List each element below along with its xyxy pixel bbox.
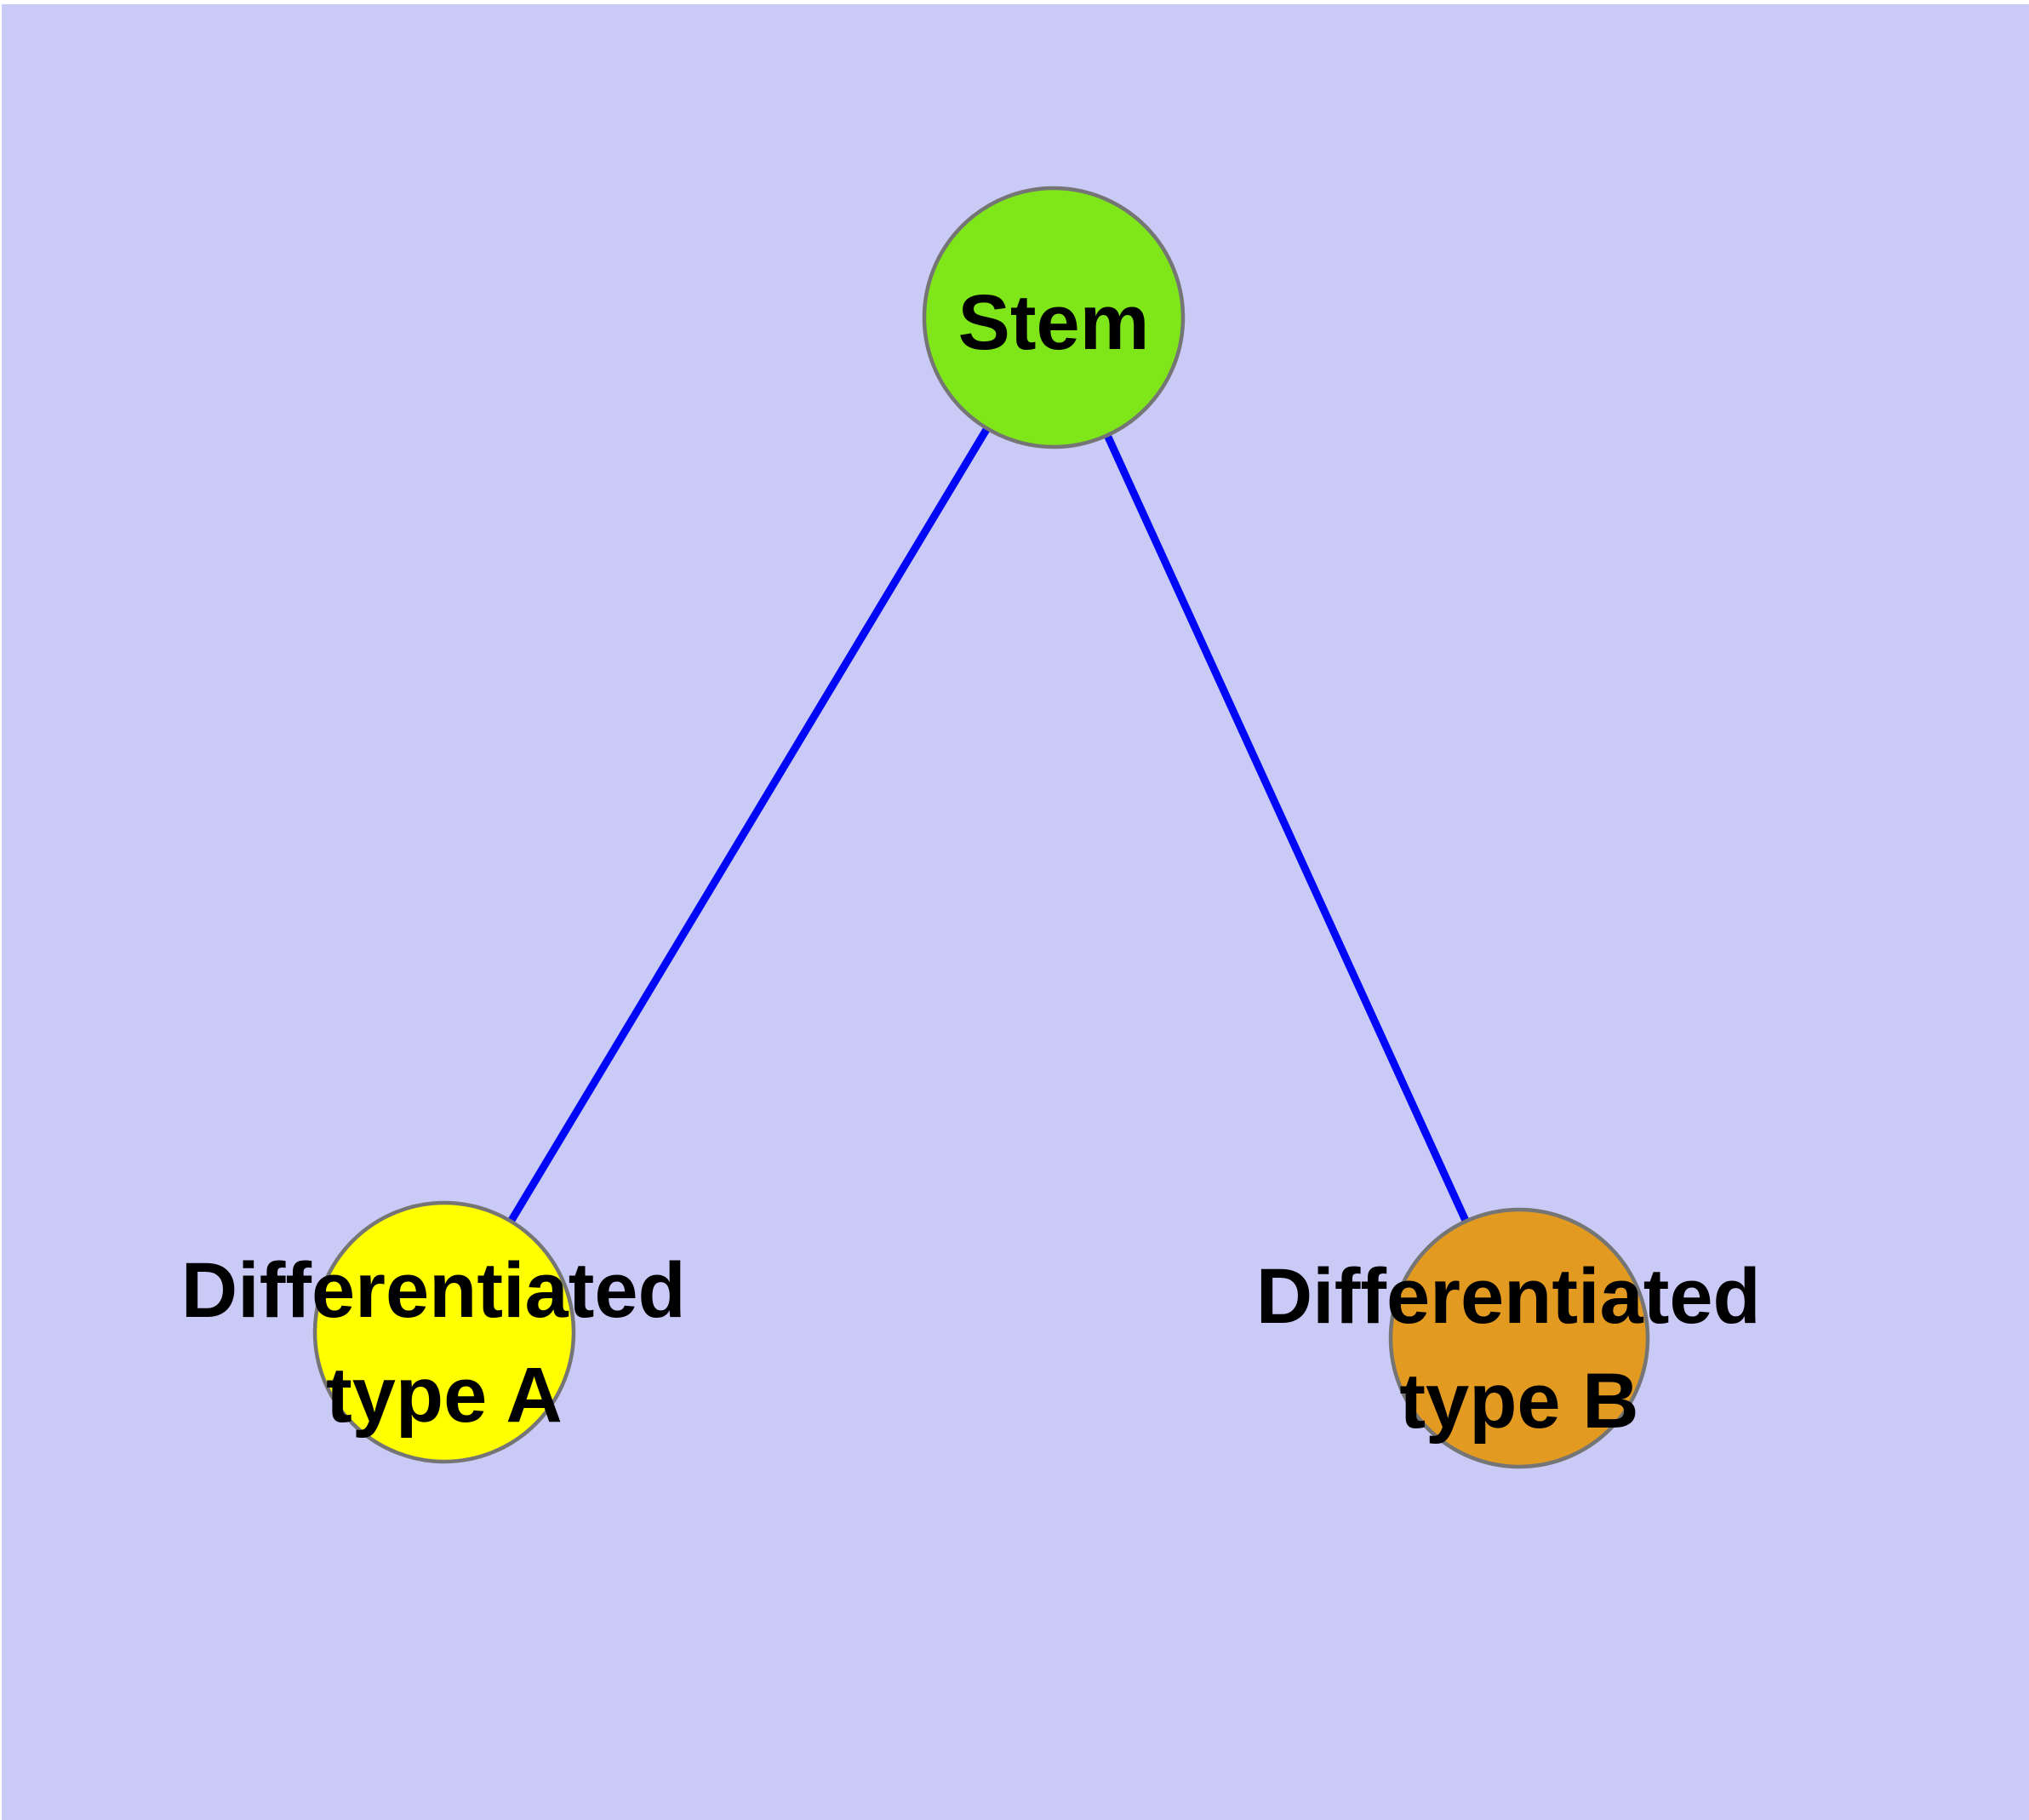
- left-edge-strip: [0, 0, 2, 1820]
- node-type-b-label-line2: type B: [1399, 1358, 1638, 1445]
- node-type-b-label-line1: Differentiated: [1256, 1253, 1761, 1340]
- node-type-a-label-line1: Differentiated: [181, 1247, 686, 1334]
- node-differentiated-type-b-label: Differentiated type B: [1256, 1253, 1783, 1445]
- node-stem-label: Stem: [958, 279, 1150, 366]
- node-differentiated-type-a-label: Differentiated type A: [181, 1247, 708, 1439]
- edge-stem-to-type-b: [1049, 313, 1523, 1342]
- node-stem-label-line: Stem: [958, 279, 1150, 366]
- node-stem: [922, 186, 1186, 449]
- edge-stem-to-type-a: [440, 313, 1058, 1336]
- top-edge-strip: [0, 0, 2029, 4]
- node-type-a-label-line2: type A: [326, 1352, 563, 1439]
- node-differentiated-type-b: [1388, 1207, 1650, 1469]
- node-differentiated-type-a: [312, 1200, 576, 1464]
